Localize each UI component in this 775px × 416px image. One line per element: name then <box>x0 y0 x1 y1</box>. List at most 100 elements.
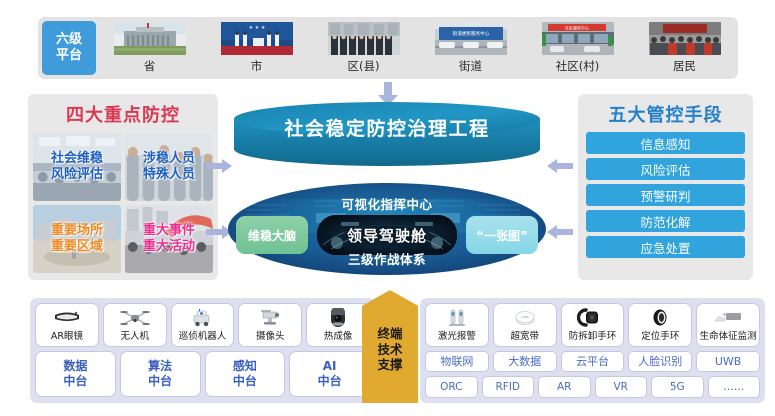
level-item-city[interactable]: ★ ★ ★ 市 <box>203 22 310 74</box>
leader-cockpit[interactable]: 领导驾驶舱 <box>317 215 457 255</box>
mid-line2: 中台 <box>63 374 88 388</box>
focus-cell-major-events-activities[interactable]: 重大事件 重大活动 <box>125 205 213 273</box>
focus-cell-text: 重要场所 重要区域 <box>51 223 103 254</box>
tech-tag-rfid[interactable]: RFID <box>481 376 534 398</box>
level-item-district[interactable]: 区(县) <box>310 22 417 74</box>
visual-command-center-ellipse: 可视化指挥中心 维稳大脑 <box>228 183 546 275</box>
banner-line1: 终端 <box>377 326 403 342</box>
focus-line1: 涉稳人员 <box>142 151 195 167</box>
ellipse-top-label: 可视化指挥中心 <box>341 197 433 212</box>
device-card-patrol-robot[interactable]: 巡侦机器人 <box>170 303 235 347</box>
level-label: 居民 <box>673 59 696 73</box>
tech-tag-row-1: 物联网 大数据 云平台 人脸识别 UWB <box>425 350 760 373</box>
tech-tag-vr[interactable]: VR <box>594 376 647 398</box>
level-item-community[interactable]: 社区服务中心 社区(村) <box>524 22 631 74</box>
street-office-photo: 街道便民服务中心 <box>434 22 507 55</box>
focus-cell-key-places-areas[interactable]: 重要场所 重要区域 <box>33 205 121 273</box>
six-level-badge: 六级 平台 <box>42 21 96 75</box>
ellipse-content: 可视化指挥中心 维稳大脑 <box>228 183 546 275</box>
svg-text:★ ★ ★: ★ ★ ★ <box>248 25 265 31</box>
patrol-robot-icon <box>194 309 210 327</box>
arrow-down-icon <box>378 82 398 106</box>
laser-alarm-icon <box>448 309 465 326</box>
device-label: AR眼镜 <box>50 331 83 342</box>
mid-platform-data[interactable]: 数据 中台 <box>35 351 116 397</box>
device-card-locator-band[interactable]: 定位手环 <box>628 303 693 347</box>
focus-line2: 重大活动 <box>142 239 195 254</box>
tech-tag-5g[interactable]: 5G <box>651 376 704 398</box>
mid-platform-ai[interactable]: AI 中台 <box>289 351 370 397</box>
level-item-street[interactable]: 街道便民服务中心 街道 <box>417 22 524 74</box>
focus-cell-stability-related-persons[interactable]: 涉稳人员 特殊人员 <box>125 133 213 201</box>
device-card-uwb[interactable]: UWB 超宽带 <box>492 303 557 347</box>
means-item-prevention-resolution[interactable]: 防范化解 <box>586 210 745 232</box>
device-card-laser-alarm[interactable]: 激光报警 <box>425 303 489 347</box>
arrow-left-icon-lower-right <box>547 224 573 239</box>
five-control-measures-panel: 五大管控手段 信息感知 风险评估 预警研判 防范化解 应急处置 <box>578 94 753 280</box>
focus-cell-text: 涉稳人员 特殊人员 <box>143 151 195 182</box>
arrow-right-icon-upper-left <box>206 158 232 173</box>
device-label: 摄像头 <box>256 331 285 342</box>
main-engineering-cylinder: 社会稳定防控治理工程 <box>234 102 540 166</box>
tech-tag-bigdata[interactable]: 大数据 <box>492 350 557 373</box>
cylinder-title: 社会稳定防控治理工程 <box>284 118 490 140</box>
level-label: 街道 <box>459 59 482 73</box>
tech-tag-more[interactable]: …… <box>707 376 760 398</box>
meeting-hall-photo <box>33 133 121 201</box>
means-item-emergency-response[interactable]: 应急处置 <box>586 236 745 258</box>
device-card-vital-signs-monitor[interactable]: 生命体征监测 <box>696 303 760 347</box>
banner-text: 终端 技术 支撑 <box>377 326 402 373</box>
svg-text:UWB: UWB <box>521 315 528 319</box>
focus-cell-text: 重大事件 重大活动 <box>143 223 195 254</box>
focus-line2: 重要区域 <box>50 239 103 254</box>
uwb-puck-icon: UWB <box>515 310 535 325</box>
tech-tag-ar[interactable]: AR <box>538 376 591 398</box>
terminal-devices-left-panel: AR眼镜 无人机 <box>30 298 375 403</box>
focus-line2: 特殊人员 <box>142 167 195 182</box>
tech-tag-face-recognition[interactable]: 人脸识别 <box>628 350 693 373</box>
means-item-risk-assessment[interactable]: 风险评估 <box>586 158 745 180</box>
device-row-right: 激光报警 UWB 超宽带 防拆卸手环 <box>425 303 760 347</box>
officers-group-photo <box>327 22 400 55</box>
device-card-ar-glasses[interactable]: AR眼镜 <box>35 303 99 347</box>
tech-tag-cloud[interactable]: 云平台 <box>560 350 625 373</box>
level-item-province[interactable]: 省 <box>96 22 203 74</box>
mid-line2: 中台 <box>232 374 257 388</box>
one-map-pill[interactable]: “一张图” <box>466 216 538 254</box>
cockpit-graphic <box>317 215 457 255</box>
focus-line1: 重大事件 <box>142 223 195 239</box>
stability-brain-pill[interactable]: 维稳大脑 <box>236 216 308 254</box>
device-label: 热成像 <box>323 331 353 342</box>
focus-cell-social-stability-risk[interactable]: 社会维稳 风险评估 <box>33 133 121 201</box>
crowd-people-photo <box>125 133 213 201</box>
tech-tag-orc[interactable]: ORC <box>425 376 478 398</box>
focus-line1: 社会维稳 <box>50 151 103 167</box>
means-item-early-warning[interactable]: 预警研判 <box>586 184 745 206</box>
device-card-thermal-imaging[interactable]: 热成像 <box>306 303 370 347</box>
four-key-prevention-panel: 四大重点防控 社会维稳 风险评估 <box>28 94 218 280</box>
device-card-camera[interactable]: 摄像头 <box>238 303 303 347</box>
device-label: 无人机 <box>120 331 149 342</box>
camera-icon <box>261 310 280 325</box>
device-card-tamper-proof-band[interactable]: 防拆卸手环 <box>560 303 625 347</box>
level-label: 市 <box>250 59 263 73</box>
focus-grid: 社会维稳 风险评估 <box>33 133 213 273</box>
arrow-right-icon-lower-left <box>206 224 232 239</box>
device-card-drone[interactable]: 无人机 <box>102 303 167 347</box>
terminal-tech-support-banner: 终端 技术 支撑 <box>362 290 418 403</box>
focus-line2: 风险评估 <box>50 167 103 182</box>
mid-platform-algorithm[interactable]: 算法 中台 <box>119 351 201 397</box>
panel-title-right: 五大管控手段 <box>608 105 723 126</box>
tech-tag-uwb[interactable]: UWB <box>696 350 760 373</box>
means-item-information-sensing[interactable]: 信息感知 <box>586 132 745 154</box>
ellipse-row: 维稳大脑 <box>236 215 538 255</box>
level-label: 省 <box>143 59 156 73</box>
ar-glasses-icon <box>54 311 79 321</box>
level-label: 社区(村) <box>555 59 600 73</box>
tech-tag-iot[interactable]: 物联网 <box>425 350 489 373</box>
tech-tag-row-2: ORC RFID AR VR 5G …… <box>425 376 760 398</box>
level-item-residents[interactable]: 居民 <box>631 22 738 74</box>
mid-platform-perception[interactable]: 感知 中台 <box>204 351 286 397</box>
six-level-badge-line1: 六级 <box>55 31 82 47</box>
